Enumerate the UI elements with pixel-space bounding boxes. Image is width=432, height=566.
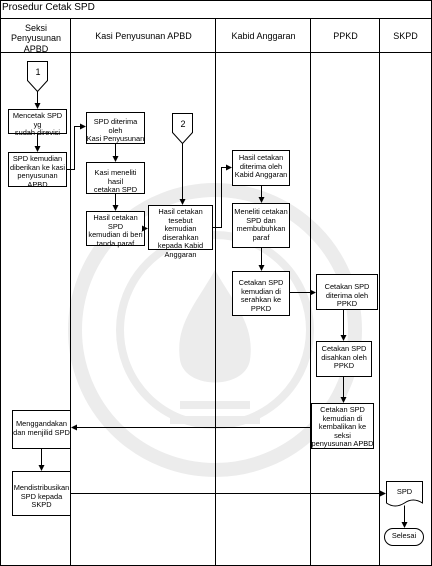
process-diterima-kabid: [232, 150, 290, 186]
terminator-selesai: [384, 528, 424, 546]
step-meneliti-kabid: Meneliti cetakan SPD dan membubuhkan par…: [234, 207, 288, 242]
step-kembalikan: Cetakan SPD kemudian di kembalikan ke se…: [311, 405, 374, 449]
process-spd-diterima-kasi: [86, 112, 145, 144]
offpage-connector-2: [172, 113, 193, 145]
process-kembalikan-seksi: [311, 403, 374, 449]
lane-header-kabid-anggaran: Kabid Anggaran: [231, 31, 296, 41]
process-mencetak-spd: [8, 109, 67, 134]
document-spd-label: SPD: [396, 487, 413, 496]
step-serahkan-ppkd: Cetakan SPD kemudian di serahkan ke PPKD: [238, 278, 284, 313]
step-mendistribusikan: Mendistribusikan SPD kepada SKPD: [13, 483, 70, 510]
step-spd-kemudian: SPD kemudian diberikan ke kasi penyusuna…: [9, 154, 66, 189]
document-spd: [386, 481, 423, 507]
process-diserahkan-kabid: [148, 205, 213, 250]
lane-header-skpd: SKPD: [393, 31, 418, 41]
step-disahkan: Cetakan SPD disahkan oleh PPKD: [321, 344, 367, 371]
process-mendistribusikan: [12, 471, 71, 516]
arrow: [212, 164, 232, 228]
step-mencetak: Mencetak SPD yg sudah direvisi: [12, 111, 63, 138]
lane-header-kasi-penyusunan: Kasi Penyusunan APBD: [95, 31, 192, 41]
process-serahkan-ppkd: [232, 271, 290, 316]
arrow: [66, 123, 86, 170]
lane-header-ppkd: PPKD: [333, 31, 358, 41]
step-diserahkan-kabid: Hasil cetakan tesebut kemudian diserahka…: [157, 207, 204, 259]
terminator-selesai-label: Selesai: [391, 531, 417, 540]
step-menggandakan: Menggandakan dan menjilid SPD: [13, 419, 70, 437]
process-spd-diberikan-kasi: [8, 152, 67, 187]
step-kasi-meneliti: Kasi meneliti hasil cetakan SPD: [93, 168, 138, 195]
process-diterima-ppkd: [316, 274, 378, 310]
diagram-title: Prosedur Cetak SPD: [2, 2, 95, 13]
lane-header-seksi-penyusunan: Seksi Penyusunan APBD: [10, 23, 62, 54]
process-kasi-meneliti: [86, 162, 145, 194]
step-diterima-ppkd: Cetakan SPD diterima oleh PPKD: [324, 282, 370, 309]
process-hasil-paraf: [86, 211, 145, 246]
process-disahkan-ppkd: [316, 341, 372, 377]
connector-label-1: 1: [35, 67, 41, 77]
offpage-connector-1: [27, 61, 48, 93]
step-hasil-paraf: Hasil cetakan SPD kemudian di beri tanda…: [88, 213, 143, 248]
step-diterima-kabid: Hasil cetakan diterima oleh Kabid Anggar…: [234, 153, 288, 180]
process-meneliti-kabid: [232, 203, 290, 248]
step-spd-diterima-kasi: SPD diterima oleh Kasi Penyusunan: [86, 117, 145, 144]
connector-label-2: 2: [180, 119, 186, 129]
